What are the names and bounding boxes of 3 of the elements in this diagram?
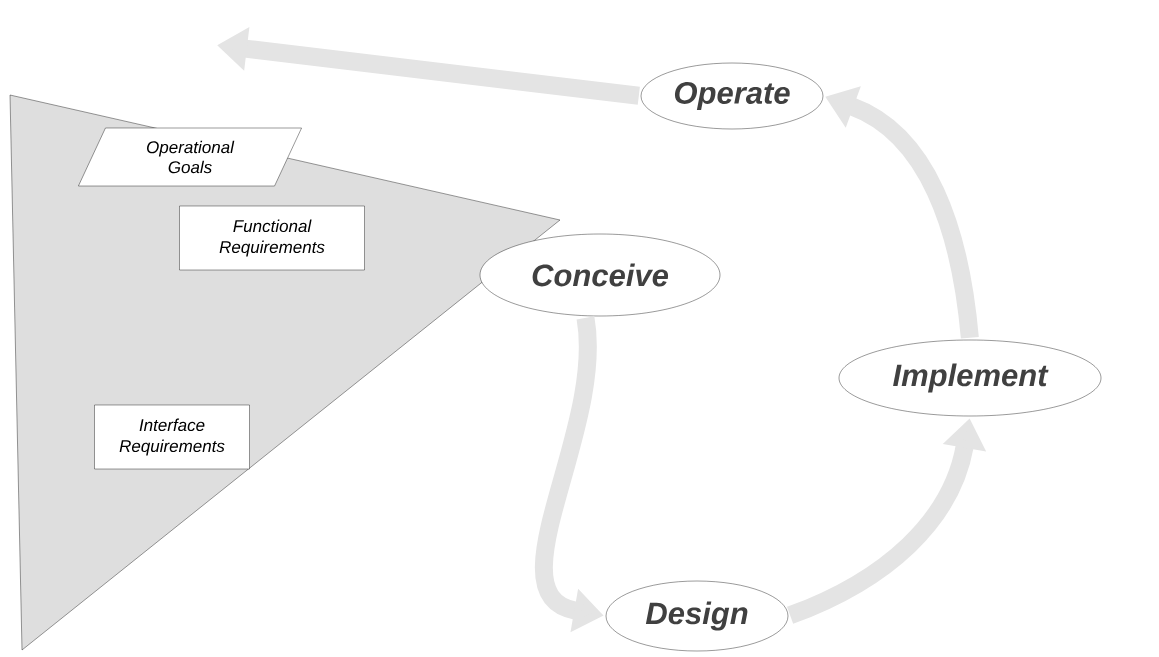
requirement-box: Interface Requirements <box>94 404 250 470</box>
requirement-box: Functional Requirements <box>179 205 365 271</box>
goal-parallelogram: Operational Goals <box>78 127 302 187</box>
